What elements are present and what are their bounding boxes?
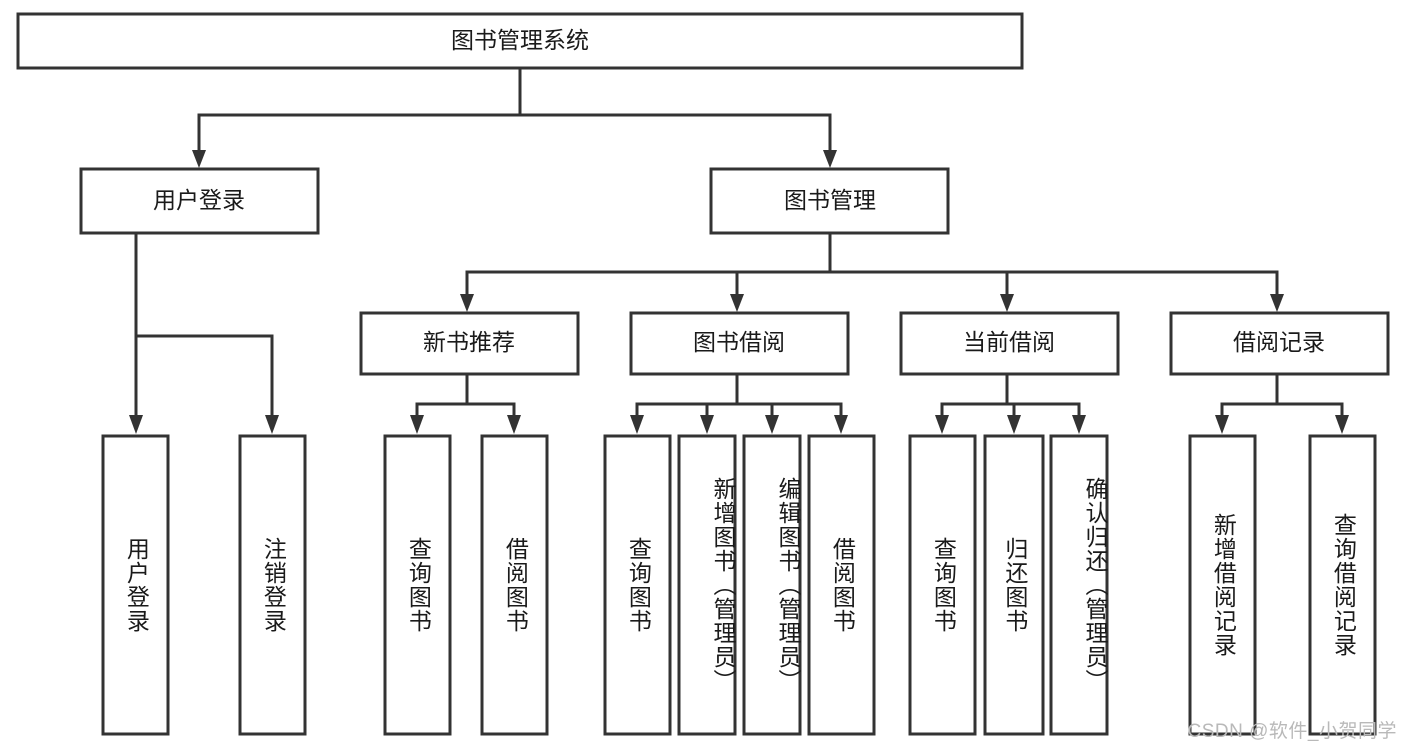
arrowhead-leaf-add-book — [700, 415, 714, 434]
node-book-borrow[interactable]: 图书借阅 — [629, 311, 850, 376]
arrowhead-leaf-confirm-return — [1072, 415, 1086, 434]
arrowhead-leaf-logout — [265, 415, 279, 434]
node-book-management-box[interactable] — [709, 167, 950, 235]
leaf-query-record-box[interactable] — [1308, 434, 1377, 736]
node-new-book-recommend[interactable]: 新书推荐 — [359, 311, 580, 376]
node-current-borrow[interactable]: 当前借阅 — [899, 311, 1120, 376]
leaf-box-group — [101, 434, 1377, 736]
arrowhead-new-book-recommend — [460, 294, 474, 312]
node-book-borrow-box[interactable] — [629, 311, 850, 376]
node-user-login-box[interactable] — [79, 167, 320, 235]
node-new-book-recommend-label: 新书推荐 — [423, 329, 515, 355]
arrowhead-current-borrow — [1000, 294, 1014, 312]
node-book-borrow-label: 图书借阅 — [693, 329, 785, 355]
arrowhead-leaf-query-book-1 — [410, 415, 424, 434]
node-book-management-label: 图书管理 — [784, 187, 876, 213]
node-borrow-record-label: 借阅记录 — [1233, 329, 1325, 355]
leaf-query-book-2-box[interactable] — [603, 434, 672, 736]
leaf-borrow-book-1-box[interactable] — [480, 434, 549, 736]
arrowhead-leaf-user-login — [129, 415, 143, 434]
node-user-login[interactable]: 用户登录 — [79, 167, 320, 235]
node-root-box[interactable] — [16, 12, 1024, 70]
arrowhead-leaf-query-record — [1335, 415, 1349, 434]
arrowhead-book-borrow — [730, 294, 744, 312]
leaf-confirm-return-box[interactable] — [1049, 434, 1109, 736]
csdn-watermark: CSDN @软件_小贺同学 — [1187, 721, 1397, 742]
node-user-login-label: 用户登录 — [153, 187, 245, 213]
node-current-borrow-box[interactable] — [899, 311, 1120, 376]
node-new-book-recommend-box[interactable] — [359, 311, 580, 376]
arrowhead-book-management — [823, 150, 837, 168]
node-borrow-record[interactable]: 借阅记录 — [1169, 311, 1390, 376]
node-root[interactable]: 图书管理系统 — [16, 12, 1024, 70]
leaf-return-book-box[interactable] — [983, 434, 1045, 736]
leaf-edit-book-box[interactable] — [742, 434, 802, 736]
leaf-add-record-box[interactable] — [1188, 434, 1257, 736]
leaf-logout-box[interactable] — [238, 434, 307, 736]
arrowhead-leaf-add-record — [1215, 415, 1229, 434]
connector-group — [129, 66, 1349, 434]
leaf-borrow-book-2-box[interactable] — [807, 434, 876, 736]
arrowhead-leaf-query-book-3 — [935, 415, 949, 434]
arrowhead-leaf-query-book-2 — [630, 415, 644, 434]
node-current-borrow-label: 当前借阅 — [963, 329, 1055, 355]
node-book-management[interactable]: 图书管理 — [709, 167, 950, 235]
leaf-user-login-box[interactable] — [101, 434, 170, 736]
arrowhead-borrow-record — [1270, 294, 1284, 312]
node-borrow-record-box[interactable] — [1169, 311, 1390, 376]
leaf-add-book-box[interactable] — [677, 434, 737, 736]
arrowhead-leaf-borrow-book-1 — [507, 415, 521, 434]
arrowhead-user-login — [192, 150, 206, 168]
arrowhead-leaf-edit-book — [765, 415, 779, 434]
leaf-query-book-3-box[interactable] — [908, 434, 977, 736]
arrowhead-leaf-borrow-book-2 — [834, 415, 848, 434]
arrowhead-leaf-return-book — [1007, 415, 1021, 434]
leaf-query-book-1-box[interactable] — [383, 434, 452, 736]
node-root-label: 图书管理系统 — [451, 27, 589, 53]
